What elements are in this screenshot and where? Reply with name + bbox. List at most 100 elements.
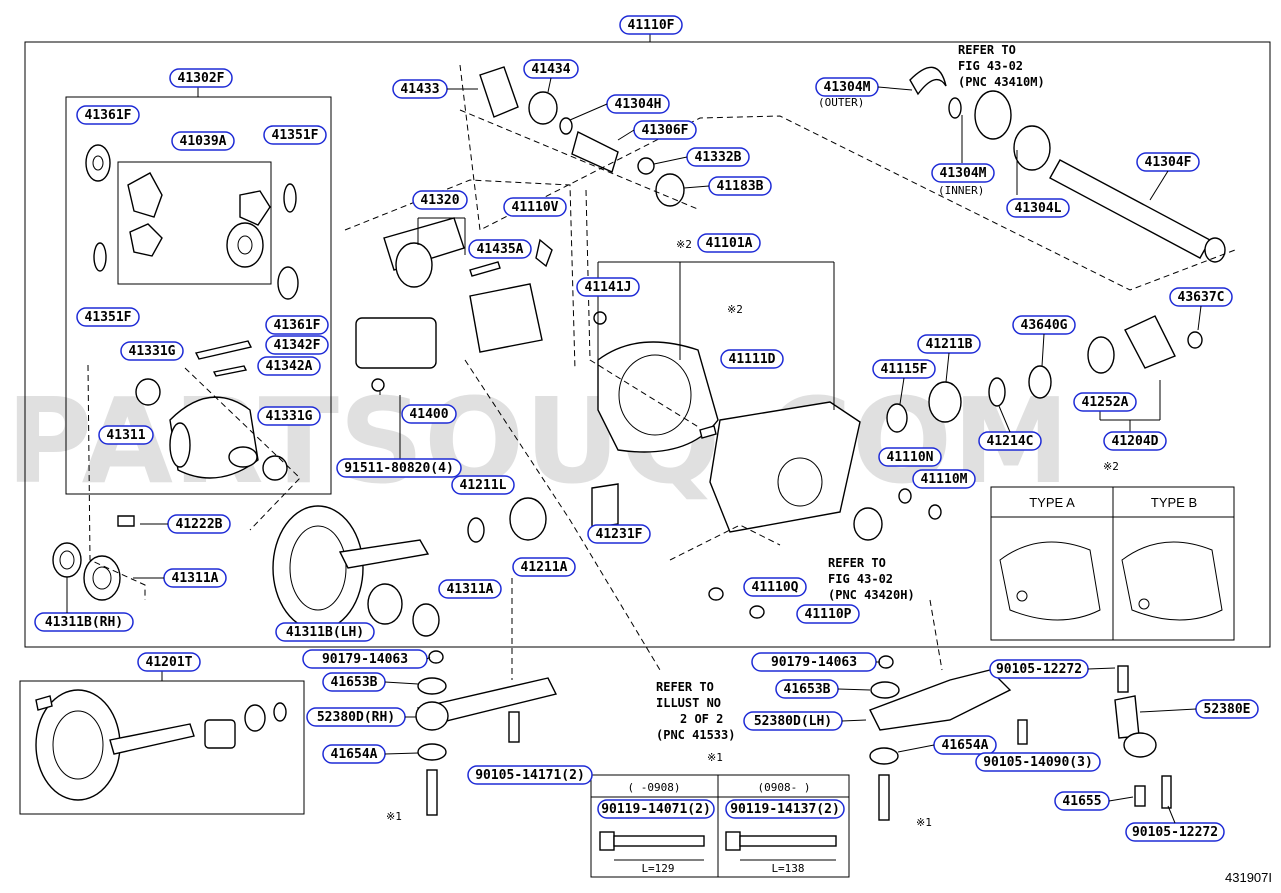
callout-41110F: 41110F bbox=[628, 18, 675, 33]
callout[interactable]: 41304F bbox=[1136, 152, 1200, 172]
callout[interactable]: 41306F bbox=[633, 120, 697, 140]
callout-41110P: 41110P bbox=[805, 607, 852, 622]
callout[interactable]: 90105-12272 bbox=[989, 659, 1089, 679]
callout[interactable]: 52380E bbox=[1195, 699, 1259, 719]
callout[interactable]: 41342F bbox=[265, 335, 329, 355]
callout[interactable]: 41101A bbox=[697, 233, 761, 253]
callout[interactable]: 91511-80820(4) bbox=[336, 458, 462, 478]
callout-90105-14171: 90105-14171(2) bbox=[475, 768, 585, 783]
assembly-frame bbox=[24, 41, 1271, 648]
mark-2-b: ※2 bbox=[727, 303, 743, 316]
bolt2-length: L=138 bbox=[771, 862, 804, 875]
callout-52380D-rh: 52380D(RH) bbox=[317, 710, 395, 725]
callout[interactable]: 41331G bbox=[257, 406, 321, 426]
callout[interactable]: 41211L bbox=[451, 475, 515, 495]
callout[interactable]: 41141J bbox=[576, 277, 640, 297]
callout[interactable]: 41039A bbox=[171, 131, 235, 151]
callout[interactable]: 41111D bbox=[720, 349, 784, 369]
callout-41306F: 41306F bbox=[642, 123, 689, 138]
callout[interactable]: 41211A bbox=[512, 557, 576, 577]
callout[interactable]: 41302F bbox=[169, 68, 233, 88]
callout[interactable]: 90105-14171(2) bbox=[467, 765, 593, 785]
callout[interactable]: 90119-14071(2) bbox=[597, 799, 715, 819]
callout[interactable]: 90119-14137(2) bbox=[725, 799, 845, 819]
callout[interactable]: 43640G bbox=[1012, 315, 1076, 335]
callout[interactable]: 41304M bbox=[815, 77, 879, 97]
callout-41361F: 41361F bbox=[274, 318, 321, 333]
callout[interactable]: 41361F bbox=[265, 315, 329, 335]
callout-41039A: 41039A bbox=[180, 134, 227, 149]
callout[interactable]: 41231F bbox=[587, 524, 651, 544]
callout[interactable]: 52380D(RH) bbox=[306, 707, 406, 727]
callout[interactable]: 41655 bbox=[1054, 791, 1110, 811]
callout[interactable]: 52380D(LH) bbox=[743, 711, 843, 731]
callout[interactable]: 41214C bbox=[978, 431, 1042, 451]
callout[interactable]: 90105-12272 bbox=[1125, 822, 1225, 842]
callout[interactable]: 41351F bbox=[76, 307, 140, 327]
callout-41222B: 41222B bbox=[176, 517, 223, 532]
callout[interactable]: 90179-14063 bbox=[302, 649, 428, 669]
callout-41231F: 41231F bbox=[596, 527, 643, 542]
callout[interactable]: 41654A bbox=[933, 735, 997, 755]
callout[interactable]: 41433 bbox=[392, 79, 448, 99]
callout-41654A: 41654A bbox=[942, 738, 989, 753]
callout[interactable]: 41400 bbox=[401, 404, 457, 424]
callout[interactable]: 41435A bbox=[468, 239, 532, 259]
watermark: PARTSOUQ.COM bbox=[6, 372, 1070, 510]
callout-41331G: 41331G bbox=[266, 409, 313, 424]
callout-41304M-outer: 41304M bbox=[824, 80, 871, 95]
callout[interactable]: 41204D bbox=[1103, 431, 1167, 451]
mark-1-b: ※1 bbox=[386, 810, 402, 823]
callout[interactable]: 41311A bbox=[438, 579, 502, 599]
callout[interactable]: 41211B bbox=[917, 334, 981, 354]
callout[interactable]: 41361F bbox=[76, 105, 140, 125]
svg-text:(PNC 41533): (PNC 41533) bbox=[656, 728, 735, 742]
callout[interactable]: 41653B bbox=[775, 679, 839, 699]
callout-41252A: 41252A bbox=[1082, 395, 1129, 410]
callout[interactable]: 41311B(LH) bbox=[275, 622, 375, 642]
mark-1-c: ※1 bbox=[916, 816, 932, 829]
callout[interactable]: 41110P bbox=[796, 604, 860, 624]
callout[interactable]: 41304M bbox=[931, 163, 995, 183]
callout[interactable]: 41110Q bbox=[743, 577, 807, 597]
type-table: TYPE A TYPE B bbox=[990, 486, 1235, 641]
callout[interactable]: 90179-14063 bbox=[751, 652, 877, 672]
callout-41183B: 41183B bbox=[717, 179, 764, 194]
callout-41351F: 41351F bbox=[85, 310, 132, 325]
callout[interactable]: 41252A bbox=[1073, 392, 1137, 412]
callout[interactable]: 41110V bbox=[503, 197, 567, 217]
callout[interactable]: 41304H bbox=[606, 94, 670, 114]
callout[interactable]: 41201T bbox=[137, 652, 201, 672]
callout[interactable]: 41311A bbox=[163, 568, 227, 588]
callout[interactable]: 41332B bbox=[686, 147, 750, 167]
callout[interactable]: 41311 bbox=[98, 425, 154, 445]
callout-41115F: 41115F bbox=[881, 362, 928, 377]
callout[interactable]: 41654A bbox=[322, 744, 386, 764]
output-shaft-parts bbox=[886, 66, 1226, 433]
callout[interactable]: 41311B(RH) bbox=[34, 612, 134, 632]
inner-sublabel: (INNER) bbox=[938, 184, 984, 197]
callout-41101A: 41101A bbox=[706, 236, 753, 251]
callout-41204D: 41204D bbox=[1112, 434, 1159, 449]
callout[interactable]: 41110M bbox=[912, 469, 976, 489]
callout[interactable]: 41351F bbox=[263, 125, 327, 145]
svg-text:FIG 43-02: FIG 43-02 bbox=[958, 59, 1023, 73]
callout[interactable]: 41320 bbox=[412, 190, 468, 210]
callout[interactable]: 41183B bbox=[708, 176, 772, 196]
callout[interactable]: 41331G bbox=[120, 341, 184, 361]
callout[interactable]: 41342A bbox=[257, 356, 321, 376]
callout[interactable]: 41222B bbox=[167, 514, 231, 534]
callout-41311: 41311 bbox=[106, 428, 145, 443]
leader-lines bbox=[379, 115, 1161, 459]
callout-41110Q: 41110Q bbox=[752, 580, 799, 595]
callout[interactable]: 41110N bbox=[878, 447, 942, 467]
svg-text:FIG 43-02: FIG 43-02 bbox=[828, 572, 893, 586]
callout[interactable]: 41110F bbox=[619, 15, 683, 35]
callout[interactable]: 41653B bbox=[322, 672, 386, 692]
callout-41332B: 41332B bbox=[695, 150, 742, 165]
callout[interactable]: 41115F bbox=[872, 359, 936, 379]
callout[interactable]: 41434 bbox=[523, 59, 579, 79]
callout[interactable]: 43637C bbox=[1169, 287, 1233, 307]
callout[interactable]: 41304L bbox=[1006, 198, 1070, 218]
callout[interactable]: 90105-14090(3) bbox=[975, 752, 1101, 772]
